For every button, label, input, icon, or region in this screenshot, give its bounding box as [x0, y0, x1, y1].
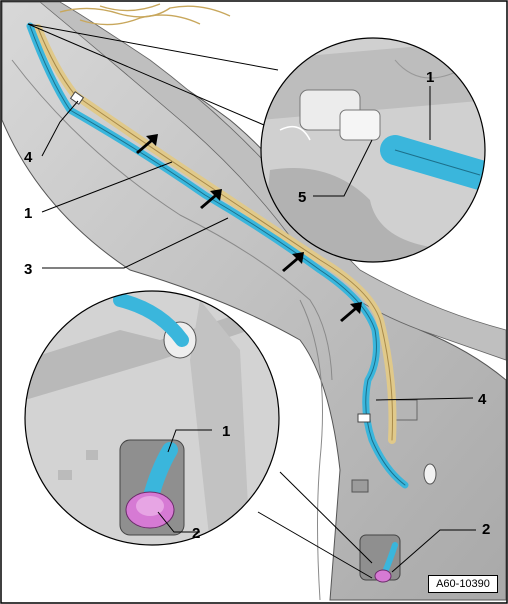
top-wiring-detail	[59, 3, 231, 26]
callout-4-left: 4	[24, 149, 33, 166]
callout-2-inset: 2	[192, 525, 200, 542]
callout-5: 5	[298, 189, 306, 206]
leader-lines	[41, 86, 476, 573]
bottom-detail-inset	[24, 290, 373, 579]
top-detail-inset	[27, 23, 486, 263]
direction-arrows	[136, 134, 362, 322]
reference-code: A60-10390	[428, 575, 498, 593]
bottom-connector	[374, 542, 398, 583]
callout-1-left: 1	[24, 205, 32, 222]
callout-1-inset: 1	[222, 423, 230, 440]
hose-clip-left	[69, 91, 85, 105]
callout-4-right: 4	[478, 391, 487, 408]
callout-2-right: 2	[482, 521, 490, 538]
direction-arrow	[136, 134, 158, 154]
direction-arrow	[282, 252, 304, 272]
direction-arrow	[200, 189, 222, 209]
direction-arrow	[340, 302, 362, 322]
hose-clip-right	[357, 413, 371, 423]
callout-1-top: 1	[426, 69, 434, 86]
callout-3: 3	[24, 261, 32, 278]
